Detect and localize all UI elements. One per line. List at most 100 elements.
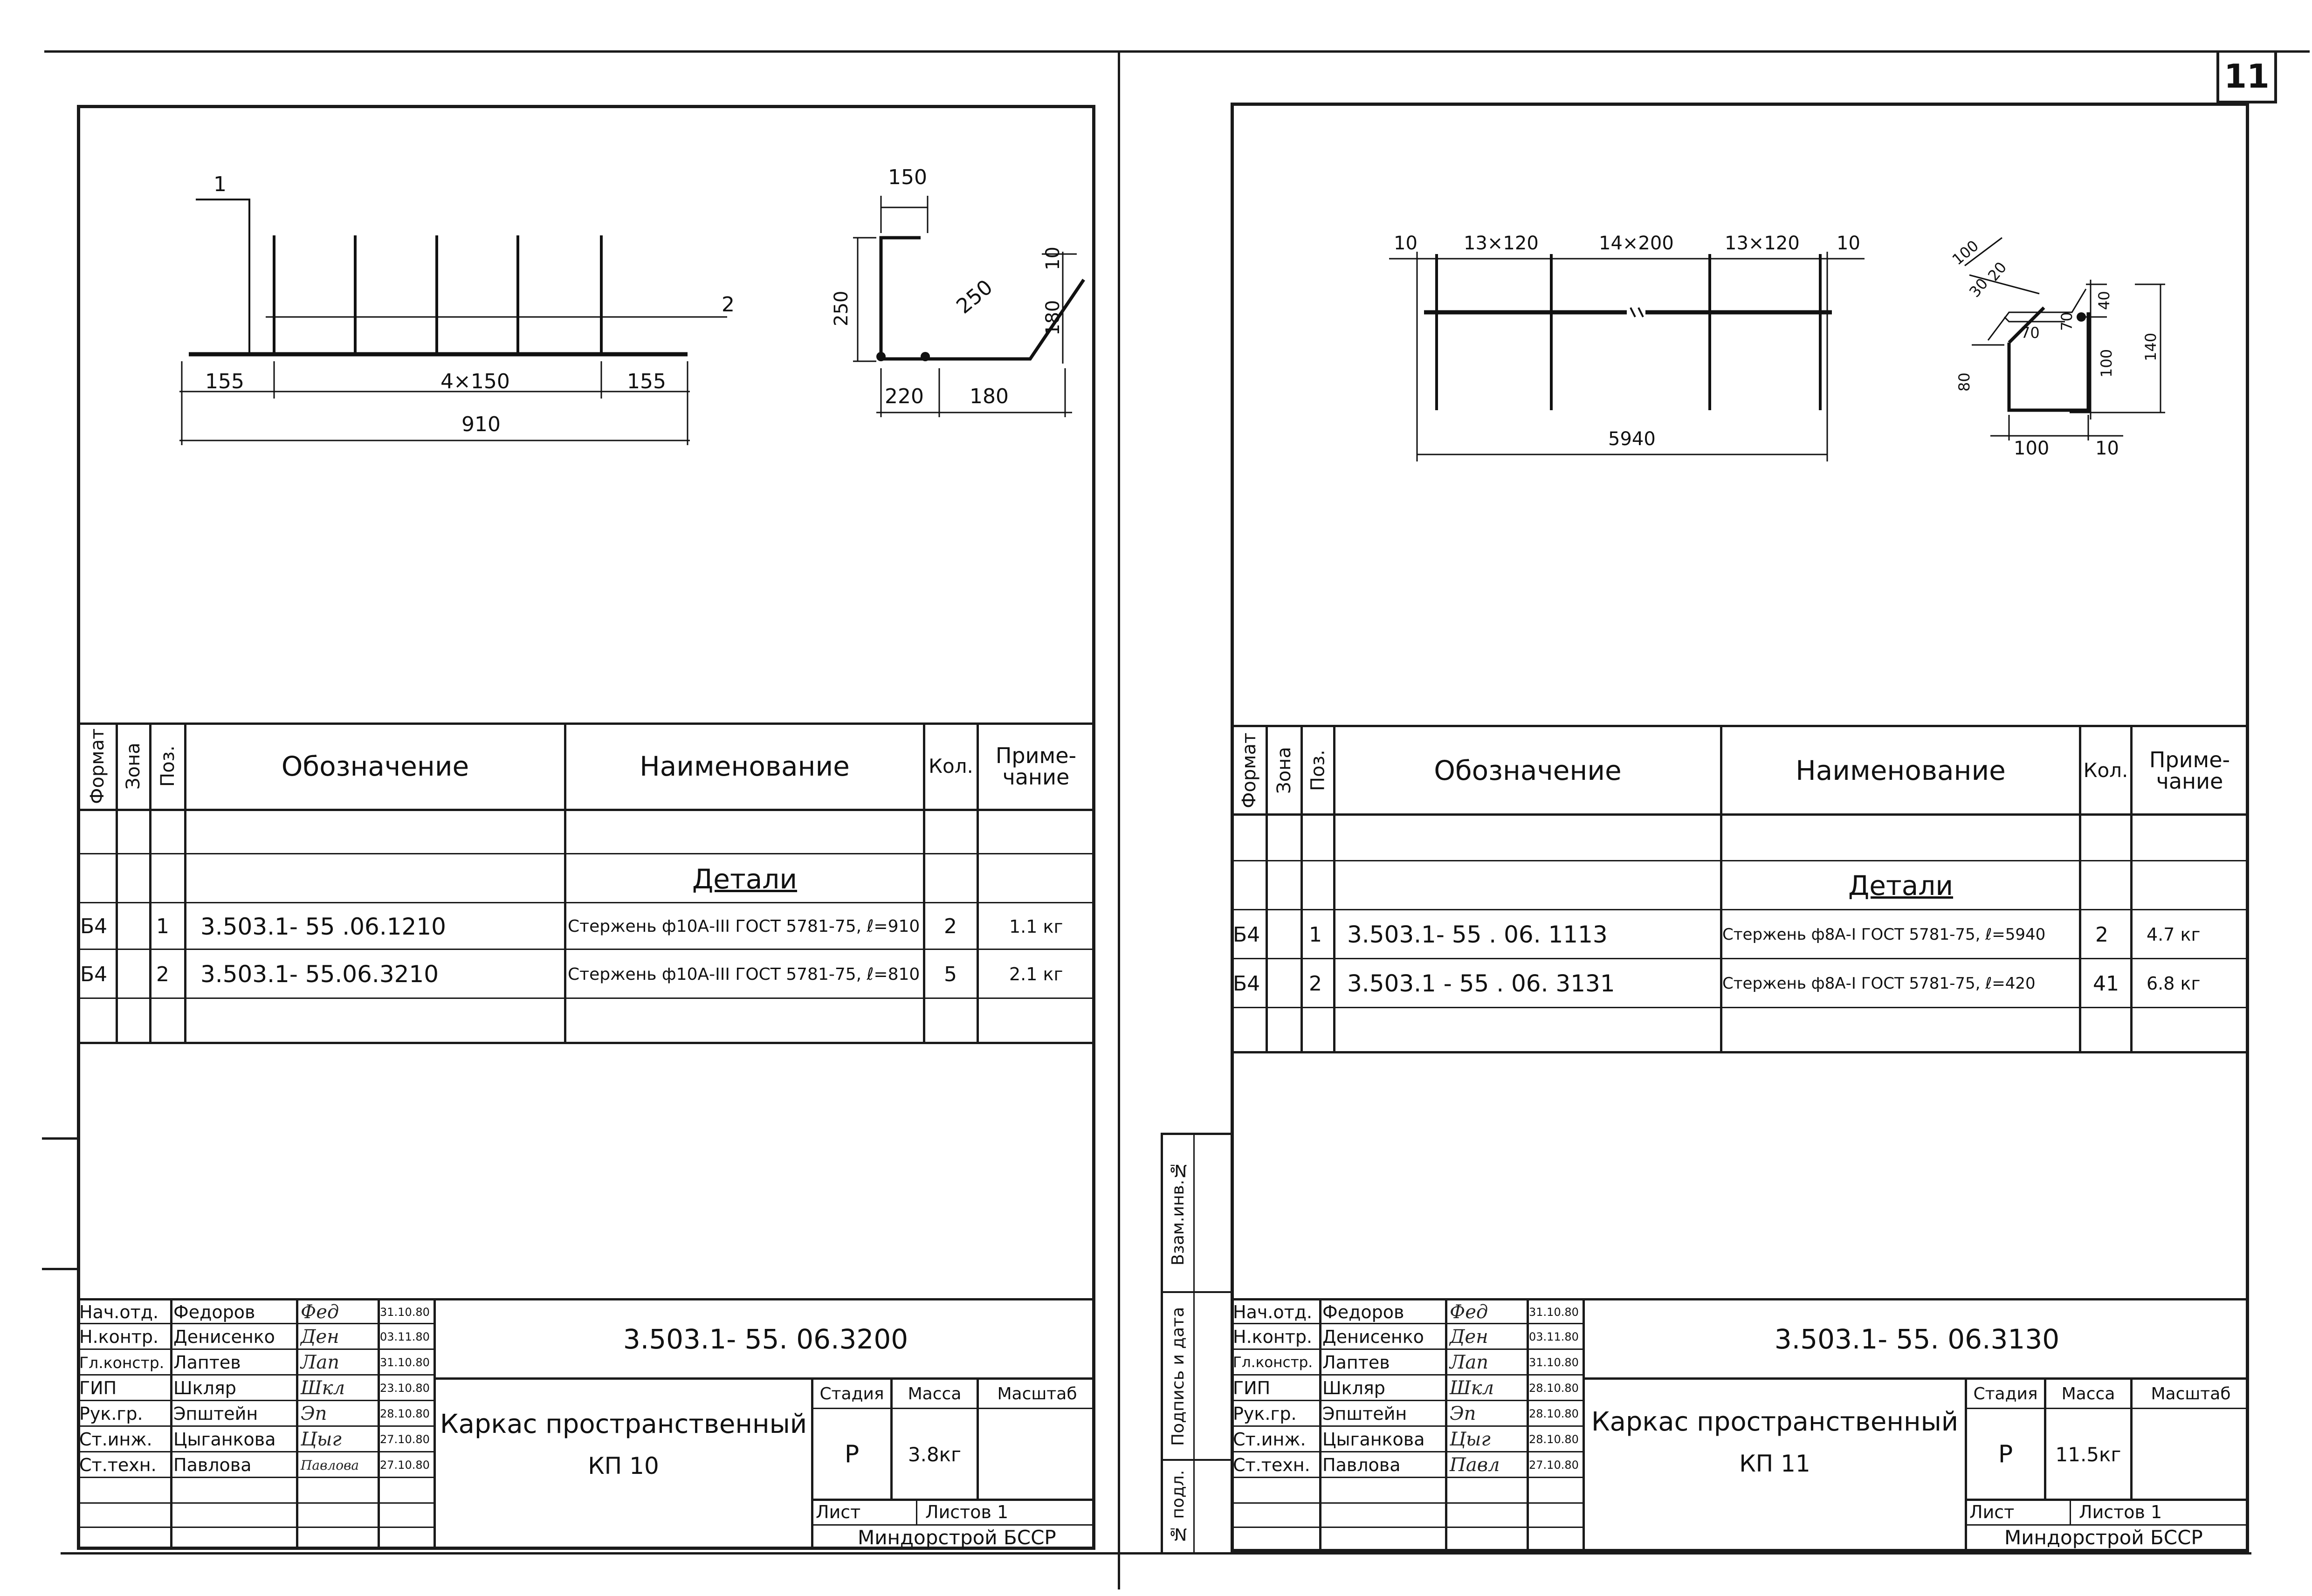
dim-4x150: 4×150	[440, 370, 510, 393]
left-tb-row-2	[77, 1348, 434, 1350]
left-tb-row-8	[77, 1502, 434, 1504]
right-tb-row-2	[1231, 1348, 1583, 1350]
right-stamp-strip-edge	[1161, 1133, 1163, 1552]
left-tb-mass-value: 3.8кг	[908, 1443, 962, 1466]
left-tb-row-9	[77, 1527, 434, 1528]
left-row1-designation: 3.503.1- 55 .06.1210	[200, 913, 446, 940]
left-tb-row-5	[77, 1425, 434, 1427]
right-tb-col-1	[1319, 1298, 1321, 1552]
right-tb-top	[1231, 1298, 2249, 1300]
right-col-sep-2	[1300, 725, 1303, 1051]
right-header-zone: Зона	[1273, 747, 1295, 794]
right-tb-organization: Миндорстрой БССР	[2004, 1526, 2203, 1549]
dim-10: 10	[1042, 247, 1064, 270]
right-row2-qty: 41	[2093, 971, 2119, 996]
left-tb-title-line1: Каркас пространственный	[440, 1409, 807, 1439]
right-header-format: Формат	[1239, 732, 1260, 808]
right-tb-doc-code: 3.503.1- 55. 06.3130	[1774, 1323, 2060, 1355]
right-tb-row-1	[1231, 1323, 1583, 1324]
dim-70-horizontal: 70	[2021, 324, 2040, 342]
dim-140: 140	[2142, 333, 2160, 361]
left-tb-stage-header-bottom	[811, 1408, 1095, 1409]
left-tb-role-2: Н.контр.	[79, 1327, 159, 1347]
left-row2-note: 2.1 кг	[1009, 964, 1063, 984]
left-table-bottom	[77, 1042, 1095, 1044]
dim-10-bottom: 10	[2095, 438, 2119, 459]
right-tb-date-4: 28.10.80	[1529, 1382, 1579, 1395]
left-tb-sheet-sep	[916, 1499, 917, 1524]
left-tb-title-line2: КП 10	[588, 1452, 659, 1479]
dim-13x120-right: 13×120	[1725, 233, 1800, 254]
right-tb-stage-label: Стадия	[1973, 1384, 2038, 1403]
right-header-designation: Обозначение	[1434, 754, 1622, 786]
left-header-qty: Кол.	[929, 755, 973, 777]
right-col-sep-1	[1266, 725, 1268, 1051]
right-tb-code-bottom	[1583, 1377, 2249, 1380]
left-tb-row-4	[77, 1400, 434, 1401]
left-col-sep-4	[564, 722, 566, 1042]
left-tb-date-5: 28.10.80	[380, 1407, 430, 1420]
left-tb-sheets-label: Листов 1	[925, 1502, 1009, 1522]
right-tb-sheets-label: Листов 1	[2079, 1502, 2162, 1522]
left-row2-qty: 5	[944, 962, 957, 986]
left-tb-code-bottom	[434, 1377, 1095, 1380]
right-tb-stage-header-bottom	[1965, 1408, 2249, 1409]
left-margin-tick-1	[42, 1137, 79, 1140]
left-sheet-frame	[77, 105, 1095, 1550]
right-tb-col-2	[1445, 1298, 1447, 1552]
left-tb-role-1: Нач.отд.	[79, 1302, 159, 1322]
left-tb-role-4: ГИП	[79, 1378, 117, 1398]
left-tb-role-6: Ст.инж.	[79, 1429, 152, 1450]
right-tb-date-3: 31.10.80	[1529, 1356, 1579, 1369]
right-tb-signature-2: Ден	[1450, 1326, 1488, 1348]
top-rule	[44, 50, 2310, 53]
right-tb-title-line1: Каркас пространственный	[1591, 1406, 1959, 1437]
right-row2-note: 6.8 кг	[2147, 973, 2201, 994]
left-header-format: Формат	[87, 728, 108, 805]
right-tb-stage-value: Р	[1998, 1440, 2013, 1468]
left-table-header-bottom	[77, 809, 1095, 811]
right-row1-pos: 1	[1309, 922, 1322, 947]
dim-14x200: 14×200	[1599, 233, 1674, 254]
left-col-sep-6	[977, 722, 979, 1042]
left-tb-mass-label: Масса	[908, 1384, 962, 1403]
right-tb-sheet-row-top	[1965, 1499, 2249, 1501]
dim-10-right: 10	[1837, 233, 1860, 254]
left-tb-col-mass	[890, 1377, 893, 1499]
right-header-pos: Поз.	[1307, 750, 1329, 791]
dim-100-vertical: 100	[2098, 349, 2115, 378]
right-tb-date-2: 03.11.80	[1529, 1330, 1579, 1343]
left-tb-signature-1: Фед	[301, 1301, 339, 1323]
left-tb-row-1	[77, 1323, 434, 1324]
left-tb-signature-5: Эп	[301, 1403, 327, 1424]
left-tb-signature-7: Павлова	[301, 1457, 359, 1473]
left-row1-pos: 1	[156, 915, 169, 938]
left-tb-row-3	[77, 1374, 434, 1376]
left-tb-col-1	[170, 1298, 172, 1550]
left-col-sep-2	[149, 722, 151, 1042]
right-stamp-signature-date: Подпись и дата	[1169, 1307, 1188, 1446]
left-col-sep-3	[184, 722, 186, 1042]
left-row1-qty: 2	[944, 915, 957, 938]
left-tb-col-3	[378, 1298, 380, 1550]
bottom-rule	[61, 1552, 2251, 1555]
right-tb-role-5: Рук.гр.	[1233, 1403, 1297, 1424]
sheet-number: 11	[2224, 57, 2270, 96]
left-header-designation: Обозначение	[281, 750, 469, 782]
right-stamp-sep-3	[1161, 1459, 1231, 1461]
dim-220: 220	[885, 385, 924, 408]
right-tb-name-4: Шкляр	[1322, 1378, 1385, 1398]
right-tb-date-7: 27.10.80	[1529, 1458, 1579, 1472]
dim-100-bottom: 100	[2014, 438, 2049, 459]
right-col-sep-4	[1720, 725, 1722, 1051]
right-table-bottom	[1231, 1051, 2249, 1053]
left-tb-sheet-row-top	[811, 1499, 1095, 1501]
leader-label-2: 2	[722, 293, 735, 316]
right-stamp-inner	[1193, 1133, 1195, 1552]
dim-5940: 5940	[1608, 428, 1656, 450]
left-tb-sheet-label: Лист	[816, 1502, 861, 1522]
left-tb-date-2: 03.11.80	[380, 1330, 430, 1343]
left-drawing: 1 2 155 4×150 155 910 150 250 220 180 25…	[179, 165, 1085, 445]
dim-13x120-left: 13×120	[1464, 233, 1539, 254]
center-fold-line	[1118, 51, 1120, 1589]
